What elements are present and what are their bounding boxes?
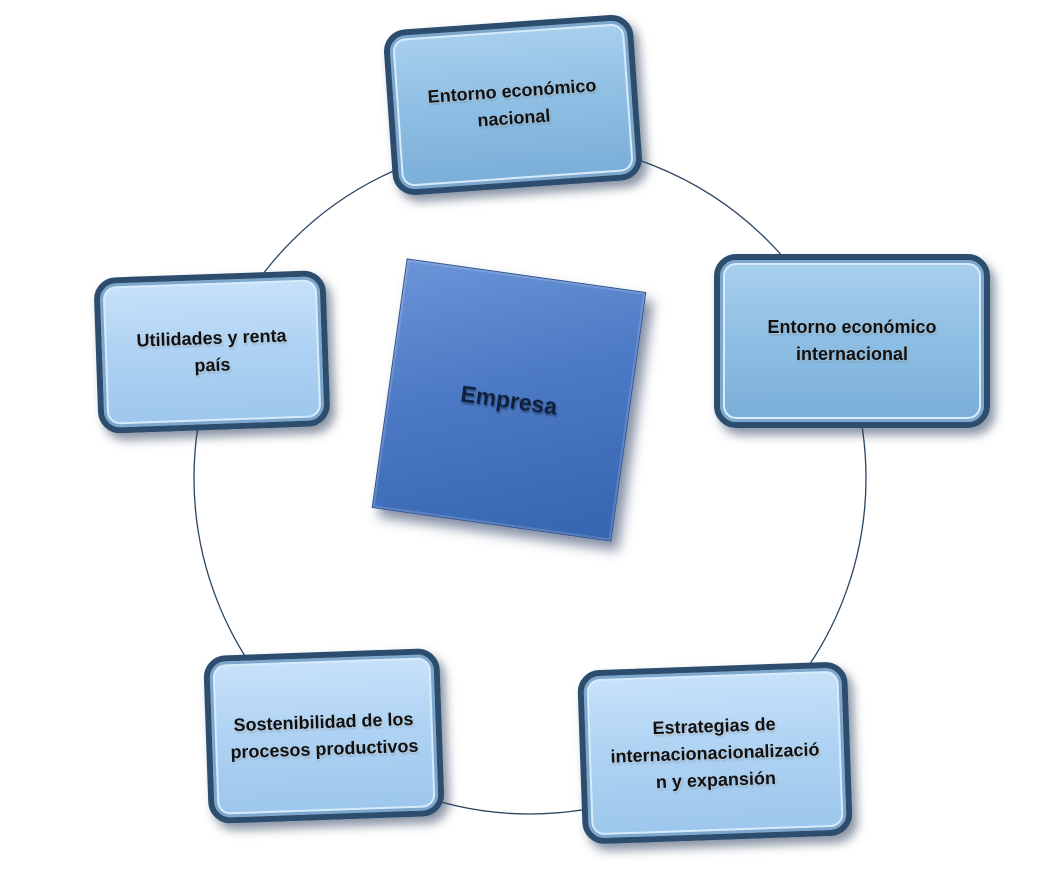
node-utilidades: Utilidades y renta país [93, 269, 331, 435]
node-estrategias-label: Estrategias de internacionacionalizació … [609, 709, 821, 797]
node-sostenibilidad-label: Sostenibilidad de los procesos productiv… [229, 706, 419, 767]
node-entorno-internacional: Entorno económico internacional [714, 254, 990, 428]
node-estrategias: Estrategias de internacionacionalizació … [577, 661, 853, 845]
center-node-empresa: Empresa [371, 258, 647, 542]
node-sostenibilidad-line-1: Sostenibilidad de los [233, 708, 414, 736]
node-sostenibilidad-line-2: procesos productivos [230, 735, 419, 763]
node-estrategias-line-2: internacionacionalizació [610, 738, 820, 767]
center-node-label: Empresa [459, 379, 559, 420]
node-entorno-internacional-label: Entorno económico internacional [767, 314, 936, 368]
node-entorno-nacional-line-1: Entorno económico [427, 75, 598, 107]
node-entorno-nacional: Entorno económico nacional [382, 13, 644, 197]
node-entorno-internacional-line-2: internacional [795, 344, 908, 364]
node-entorno-nacional-label: Entorno económico nacional [427, 72, 599, 138]
node-estrategias-line-3: n y expansión [655, 767, 777, 792]
node-utilidades-line-1: Utilidades y renta país [136, 325, 287, 376]
node-sostenibilidad: Sostenibilidad de los procesos productiv… [203, 647, 445, 825]
node-entorno-internacional-line-1: Entorno económico [767, 317, 937, 337]
node-entorno-nacional-line-2: nacional [476, 105, 552, 131]
node-estrategias-line-1: Estrategias de [652, 713, 776, 738]
node-utilidades-label: Utilidades y renta país [117, 322, 307, 383]
